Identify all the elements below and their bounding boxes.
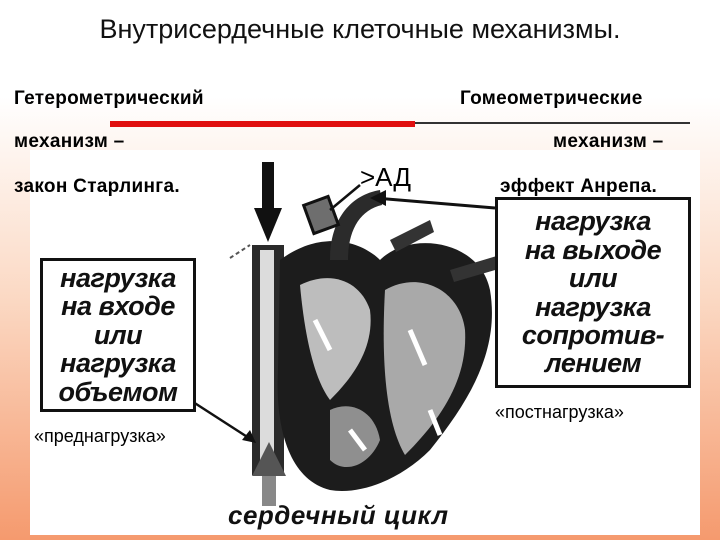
afterload-arrow-line xyxy=(374,196,496,210)
aorta xyxy=(330,190,382,260)
afterload-box-line: на выходе xyxy=(524,234,662,265)
accent-red-bar xyxy=(110,121,415,127)
preload-box-line: или xyxy=(93,319,143,350)
heading-divider xyxy=(415,122,690,124)
afterload-arrowhead xyxy=(370,190,386,206)
top-down-arrow-shaft xyxy=(262,162,274,212)
afterload-box: нагрузка на выходе или нагрузка сопротив… xyxy=(495,197,691,388)
right-heading-line3: эффект Анрепа. xyxy=(500,176,658,197)
left-heading-line3: закон Старлинга. xyxy=(14,176,180,197)
right-heading-line2: механизм – xyxy=(553,131,664,152)
preload-box-line: нагрузка xyxy=(60,263,176,294)
top-down-arrowhead xyxy=(254,208,282,242)
afterload-box-line: нагрузка xyxy=(535,291,651,322)
left-heading-line2: механизм – xyxy=(14,131,125,152)
preload-term: «преднагрузка» xyxy=(34,426,166,446)
preload-arrow-line xyxy=(189,398,253,442)
preload-box: нагрузка на входе или нагрузка объемом xyxy=(40,258,196,412)
afterload-term: «постнагрузка» xyxy=(495,402,624,422)
ad-label: >АД xyxy=(360,162,411,192)
afterload-box-line: нагрузка xyxy=(535,206,651,237)
preload-arrowhead xyxy=(242,430,256,443)
preload-box-line: объемом xyxy=(58,376,178,407)
preload-box-line: нагрузка xyxy=(60,348,176,379)
cardiac-cycle-label: сердечный цикл xyxy=(228,500,449,530)
ad-pointer xyxy=(329,184,361,211)
afterload-box-line: или xyxy=(568,263,618,294)
right-heading-line1: Гомеометрические xyxy=(460,88,643,109)
afterload-box-line: лением xyxy=(544,348,642,379)
bottom-up-arrowhead xyxy=(252,442,286,476)
slide-title: Внутрисердечные клеточные механизмы. xyxy=(99,14,621,44)
heart-figure: >АД нагрузка на входе или нагрузка объем… xyxy=(30,150,700,535)
preload-box-line: на входе xyxy=(61,291,175,322)
left-heading-line1: Гетерометрический xyxy=(14,88,204,109)
heart-diagram-svg xyxy=(189,162,502,506)
afterload-box-line: сопротив- xyxy=(521,319,665,350)
